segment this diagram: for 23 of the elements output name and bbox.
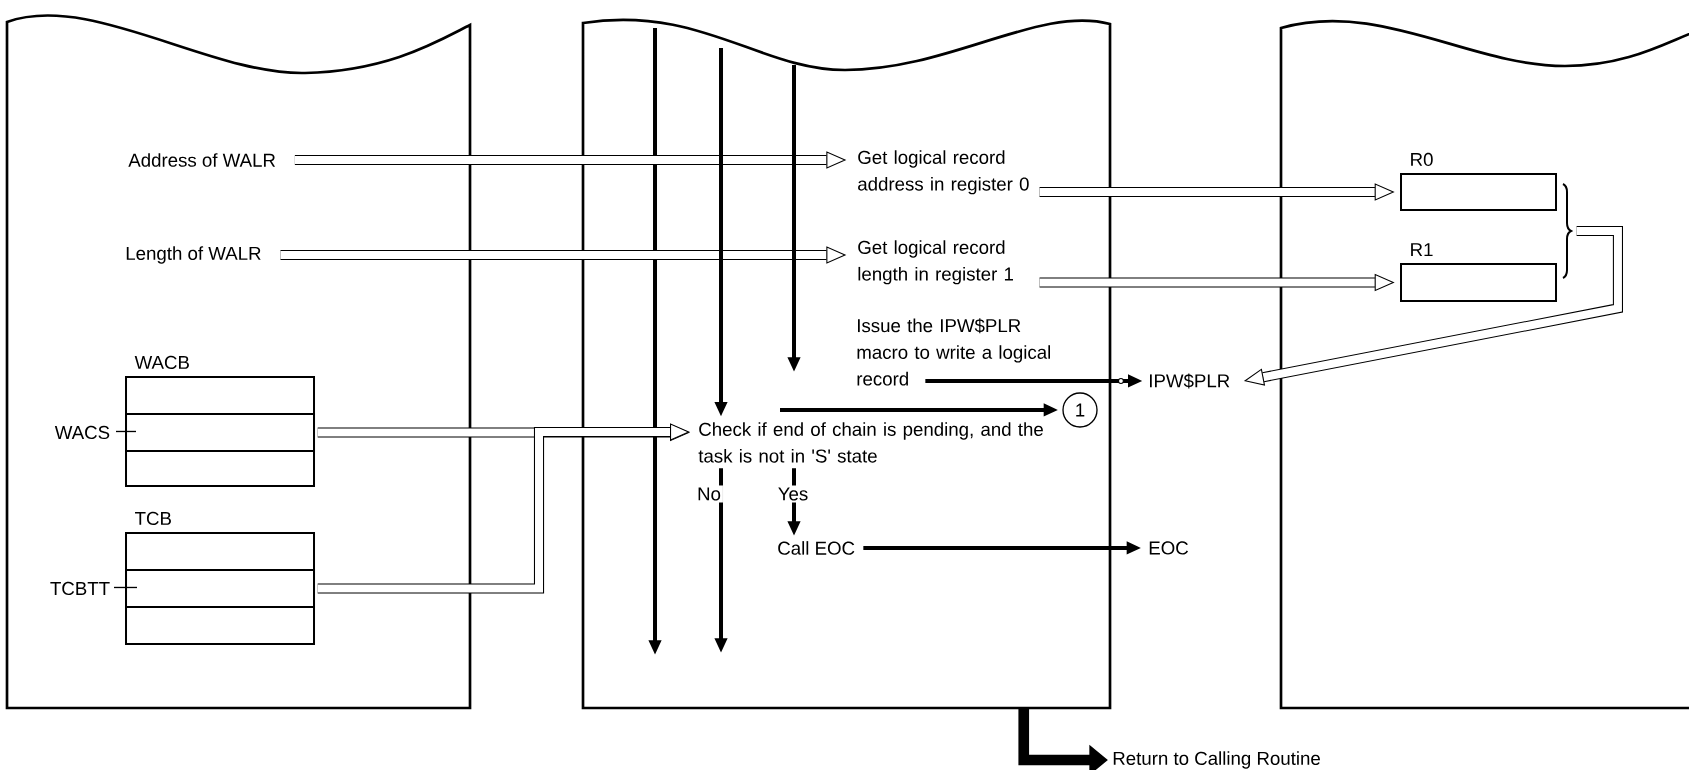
node-label: TCB [135, 511, 171, 526]
process-step: Get logical record length in register 1 [858, 240, 1013, 285]
panel [1279, 20, 1689, 710]
node-label: R1 [1411, 243, 1433, 257]
node-text: Address of WALR [128, 153, 276, 167]
node-text: EOC [1149, 541, 1189, 555]
panel [5, 14, 472, 710]
panel [581, 18, 1112, 710]
edge-label: No [695, 485, 723, 503]
edge-label: Yes [775, 485, 811, 503]
node-label: WACB [134, 355, 189, 370]
record-box: R0 [1400, 152, 1557, 211]
process-step: Get logical record address in register 0 [858, 150, 1029, 195]
record-box: R1 [1400, 243, 1557, 302]
node-text: Call EOC [778, 541, 855, 555]
process-step: Check if end of chain is pending, and the task is not in 'S' state [698, 422, 1043, 463]
node-text: Return to Calling Routine [1113, 751, 1320, 769]
brace [1562, 183, 1572, 279]
node-text: IPW$PLR [1150, 373, 1230, 389]
node-text: Length of WALR [126, 246, 261, 264]
node-label: R0 [1411, 152, 1433, 167]
process-step: Issue the IPW$PLR macro to write a logical record [857, 318, 1051, 386]
hollow-arrow [317, 423, 690, 594]
